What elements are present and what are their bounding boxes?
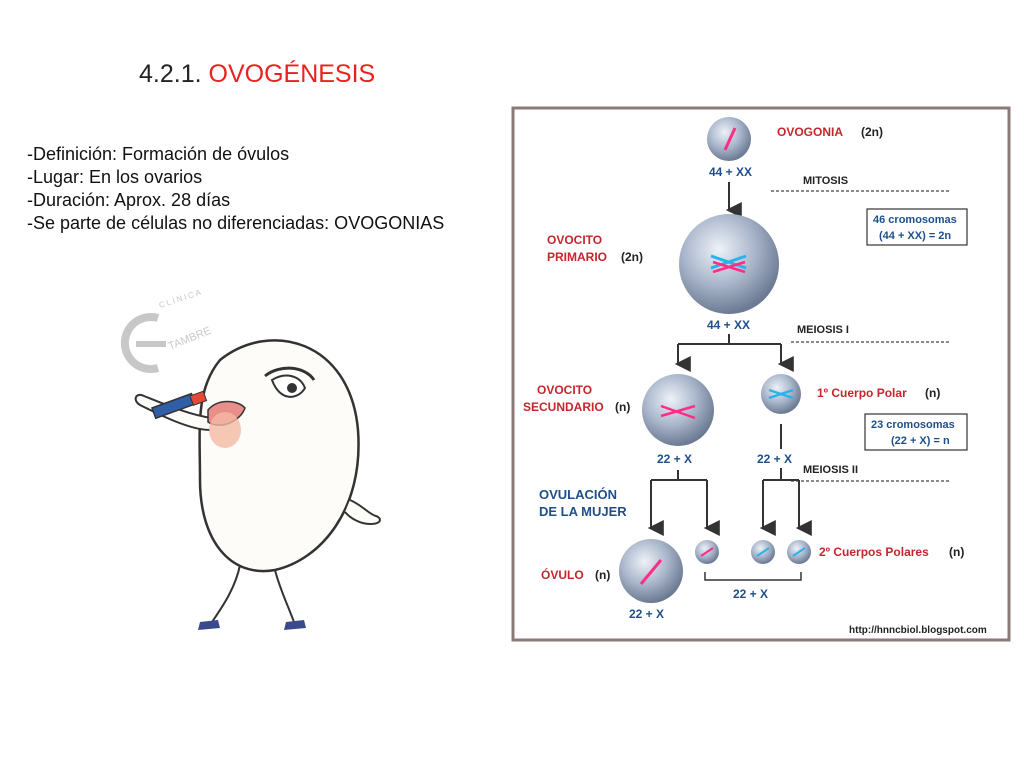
title-topic: OVOGÉNESIS	[208, 60, 376, 88]
ovocito-secundario-line1: OVOCITO	[537, 383, 592, 397]
ovulo-chromosome	[639, 559, 663, 585]
ovogonia-chromosome	[723, 127, 737, 151]
primer-cuerpo-polar-label: 1º Cuerpo Polar	[817, 386, 907, 400]
meiosis2-label: MEIOSIS II	[803, 464, 858, 476]
box1-line2: (44 + XX) = 2n	[879, 230, 951, 242]
primer-cuerpo-polar-chromosome	[768, 388, 794, 400]
karyotype-ovocito-secundario: 22 + X	[657, 452, 692, 466]
box1-line1: 46 cromosomas	[873, 214, 957, 226]
meiosis1-label: MEIOSIS I	[797, 324, 849, 336]
mitosis-label: MITOSIS	[803, 175, 848, 187]
segundos-cuerpos-bracket	[704, 572, 802, 581]
lipstick-icon	[151, 390, 208, 420]
karyotype-segundos-cuerpos: 22 + X	[733, 587, 768, 601]
right-arm	[344, 499, 381, 526]
karyotype-primer-cuerpo: 22 + X	[757, 452, 792, 466]
cheek-blush	[209, 412, 241, 448]
ovulo-label: ÓVULO	[541, 567, 584, 582]
right-leg	[274, 569, 296, 626]
karyotype-ovogonia: 44 + XX	[709, 165, 752, 179]
left-shoe	[198, 620, 220, 630]
ovogonia-ploidy: (2n)	[861, 125, 883, 139]
ovogonia-label: OVOGONIA	[777, 125, 843, 139]
segundo-cuerpo-polar-b-chromosome	[756, 547, 770, 557]
slide-title: 4.2.1. OVOGÉNESIS	[139, 60, 375, 89]
eyes-icon	[264, 366, 316, 398]
ovocito-primario-chromosomes	[710, 254, 747, 270]
egg-body	[198, 339, 360, 573]
segundos-cuerpos-label: 2º Cuerpos Polares	[819, 545, 929, 559]
source-url: http://hnncbiol.blogspot.com	[849, 625, 987, 636]
ovocito-primario-ploidy: (2n)	[621, 250, 643, 264]
ovocito-primario-cell	[679, 214, 779, 314]
segundo-cuerpo-polar-c-chromosome	[792, 547, 806, 557]
ovulo-ploidy: (n)	[595, 568, 610, 582]
ovocito-primario-chromosomes-pink	[712, 260, 746, 274]
ovulacion-line2: DE LA MUJER	[539, 504, 627, 519]
right-shoe	[284, 620, 306, 630]
ovocito-primario-line2: PRIMARIO	[547, 250, 607, 264]
box2-line1: 23 cromosomas	[871, 419, 955, 431]
ovocito-secundario-line2: SECUNDARIO	[523, 400, 604, 414]
segundos-cuerpos-ploidy: (n)	[949, 545, 964, 559]
bullet-list: -Definición: Formación de óvulos -Lugar:…	[27, 143, 444, 235]
left-leg	[209, 564, 241, 626]
watermark-tambre-text: TAMBRE	[167, 325, 213, 353]
ovocito-secundario-chromosome	[660, 404, 696, 420]
karyotype-ovulo: 22 + X	[629, 607, 664, 621]
bullet-lugar: -Lugar: En los ovarios	[27, 167, 203, 187]
karyotype-ovocito-primario: 44 + XX	[707, 318, 750, 332]
bullet-celulas: -Se parte de células no diferenciadas: O…	[27, 213, 445, 233]
bullet-definicion: -Definición: Formación de óvulos	[27, 144, 290, 164]
watermark-clinica-text: CLINICA	[158, 287, 204, 310]
segundo-cuerpo-polar-a-chromosome	[700, 547, 714, 557]
primer-cuerpo-polar-ploidy: (n)	[925, 386, 940, 400]
ovogenesis-diagram: OVOGONIA (2n) 44 + XX MITOSIS 46 cromoso…	[511, 106, 1011, 642]
ovocito-primario-line1: OVOCITO	[547, 233, 602, 247]
box-46-cromosomas	[866, 208, 968, 246]
bullet-duracion: -Duración: Aprox. 28 días	[27, 190, 231, 210]
box2-line2: (22 + X) = n	[891, 435, 950, 447]
ovulacion-line1: OVULACIÓN	[539, 487, 617, 502]
cartoon-egg-illustration: CLINICA TAMBRE	[120, 287, 381, 630]
ovocito-secundario-ploidy: (n)	[615, 400, 630, 414]
box-23-cromosomas	[864, 413, 968, 451]
clinic-watermark-logo: CLINICA TAMBRE	[120, 287, 213, 373]
title-number: 4.2.1.	[139, 60, 202, 88]
